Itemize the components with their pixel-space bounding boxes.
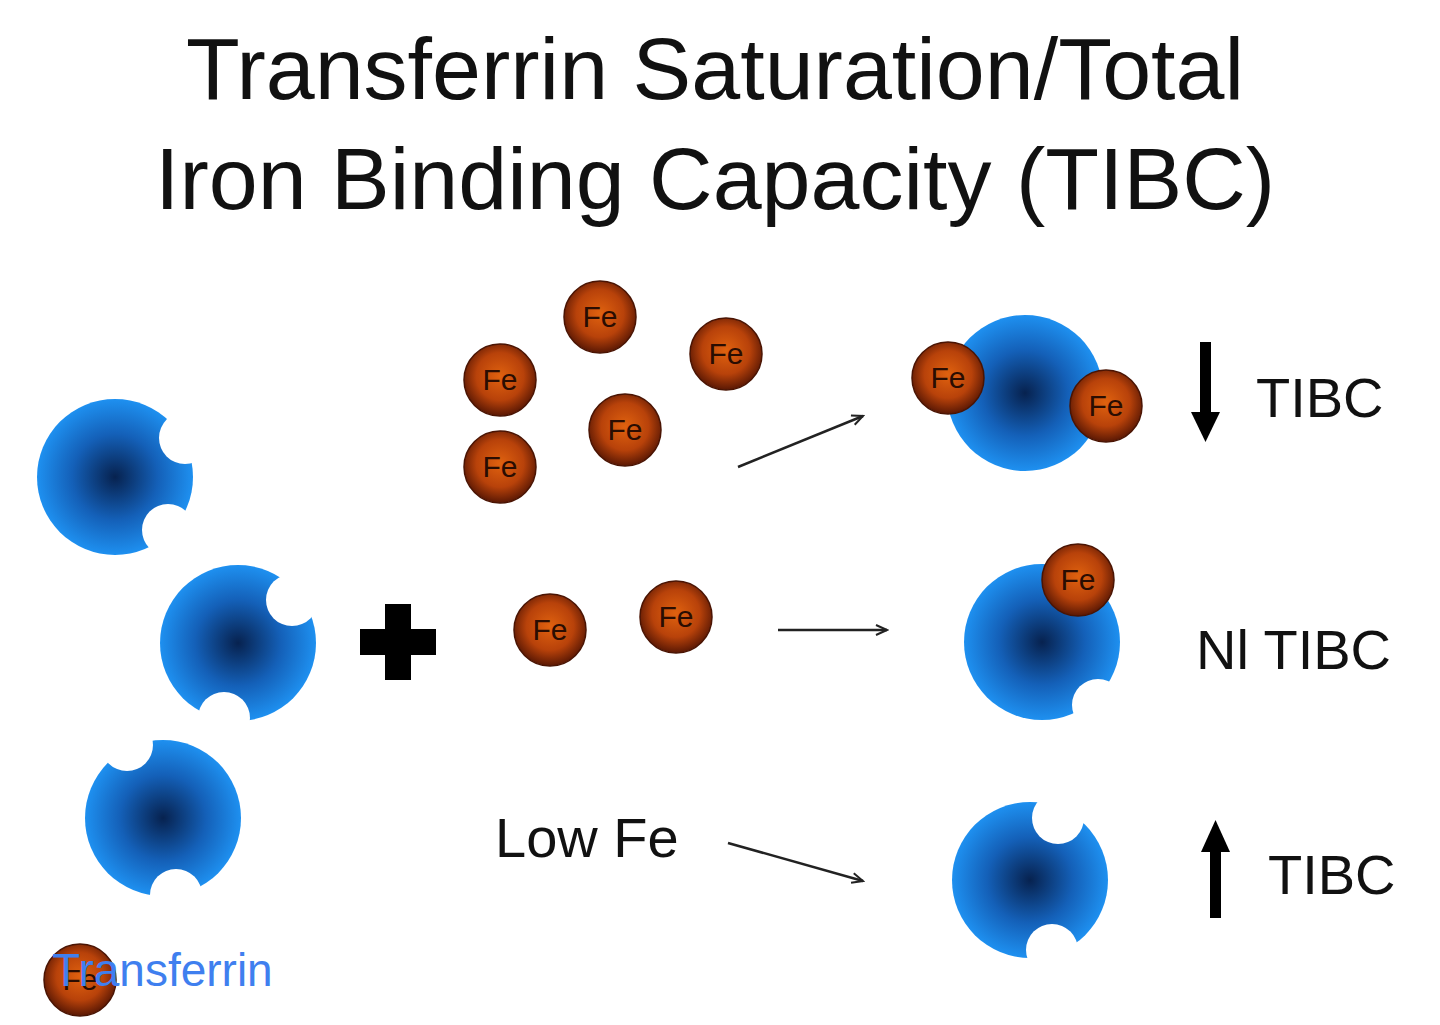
annotation-label: TIBC — [1268, 843, 1396, 907]
molecule-label: Transferrin — [52, 944, 273, 997]
reaction-arrows — [728, 416, 887, 881]
node-text: Fe — [512, 592, 588, 668]
iron-atom: Fe — [462, 429, 538, 505]
node-text: Fe — [1040, 542, 1116, 618]
node-text: Fe — [562, 279, 638, 355]
iron-atom: Fe — [688, 316, 764, 392]
transferrin-molecules — [37, 315, 1120, 958]
annotation-label: TIBC — [1256, 366, 1384, 430]
node-text: Fe — [688, 316, 764, 392]
iron-atom: Fe — [512, 592, 588, 668]
node-text: Fe — [462, 342, 538, 418]
node-text: Fe — [638, 579, 714, 655]
diagram-title: Transferrin Saturation/Total Iron Bindin… — [115, 14, 1315, 234]
node-text: Fe — [587, 392, 663, 468]
node-text: Fe — [910, 340, 986, 416]
iron-atom: Fe — [638, 579, 714, 655]
plus-sign — [360, 604, 436, 680]
iron-atom: Fe — [562, 279, 638, 355]
node-text: Fe — [462, 429, 538, 505]
annotation-label: Nl TIBC — [1196, 618, 1391, 682]
iron-atom: Fe — [1068, 368, 1144, 444]
iron-atom: Fe — [1040, 542, 1116, 618]
iron-atom: Fe — [910, 340, 986, 416]
iron-atom: Fe — [587, 392, 663, 468]
iron-atom: Fe — [462, 342, 538, 418]
annotation-label: Low Fe — [495, 806, 679, 870]
node-text: Fe — [1068, 368, 1144, 444]
